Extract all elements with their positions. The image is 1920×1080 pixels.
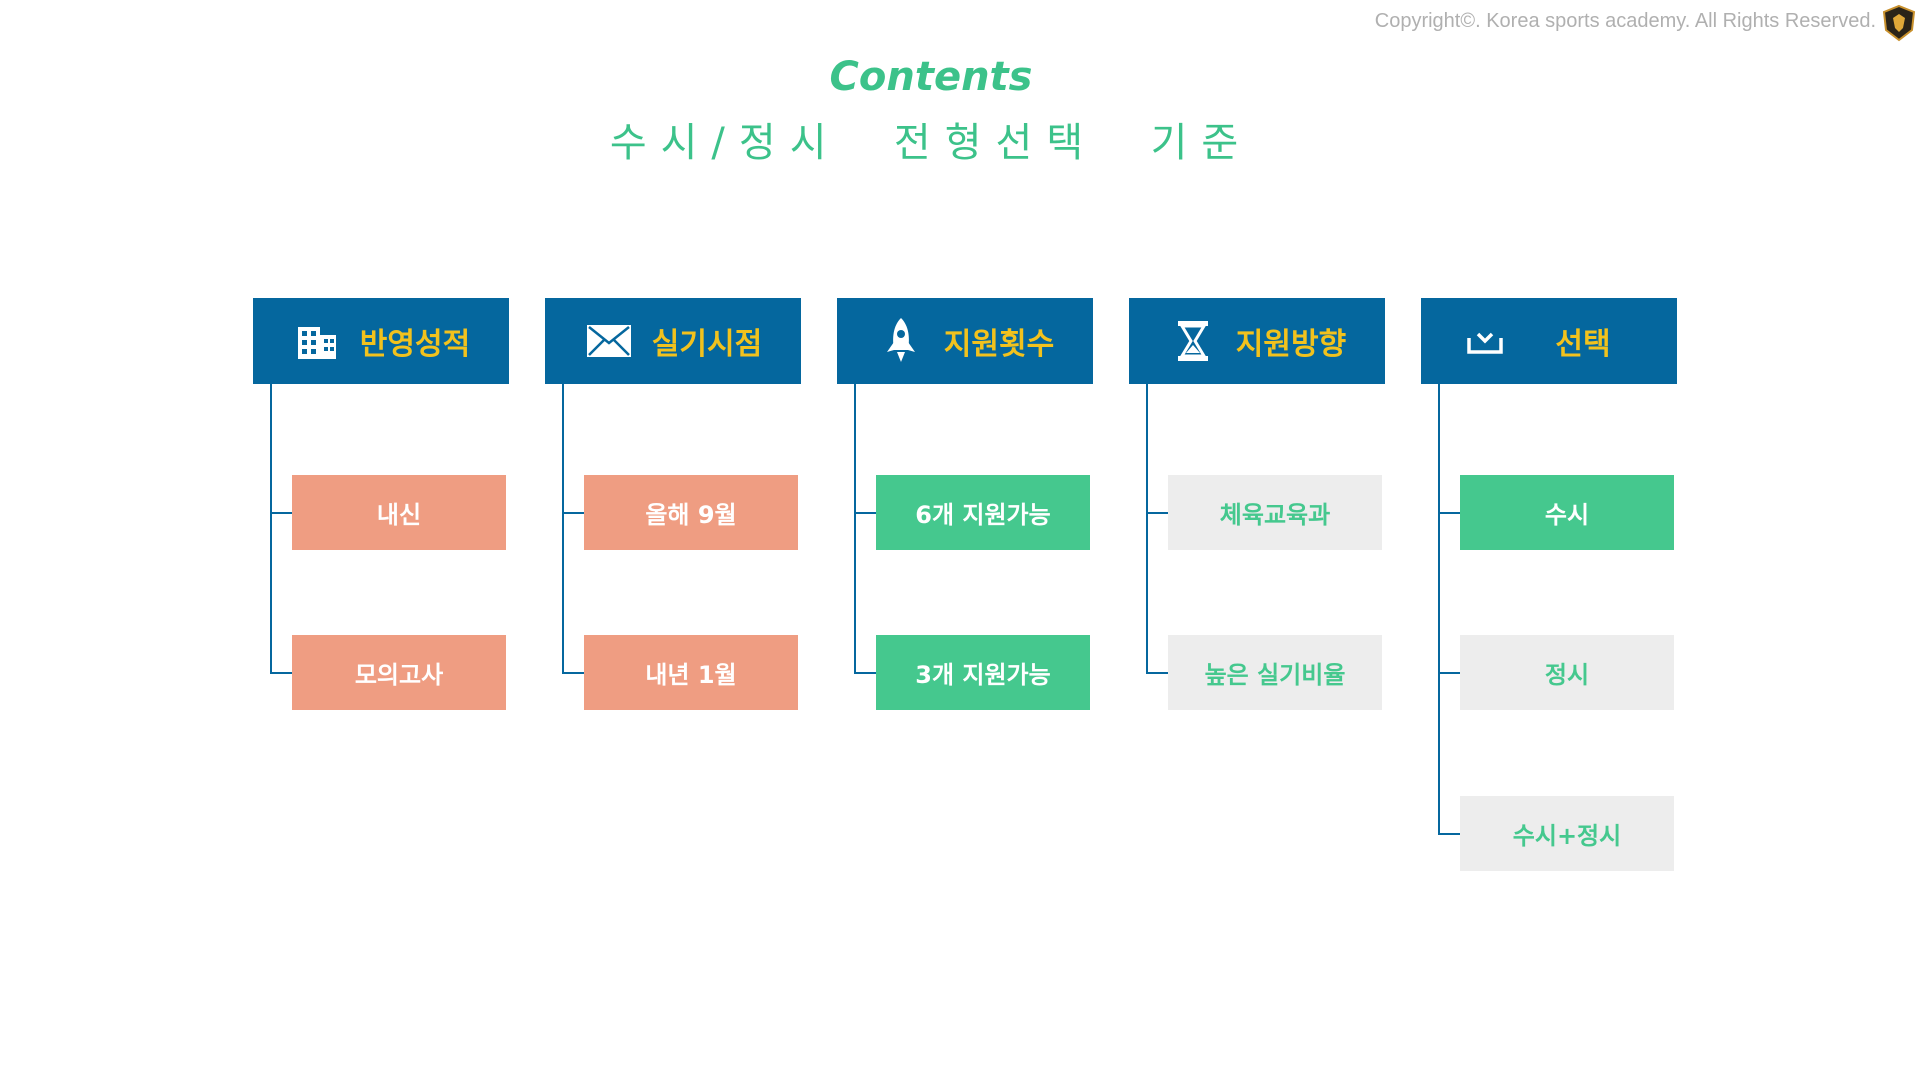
item-box: 수시 [1460,475,1674,550]
item-box: 내신 [292,475,506,550]
column-header-label: 실기시점 [651,327,763,362]
column-header-label: 반영성적 [359,327,471,362]
building-icon [289,316,345,366]
copyright-text: Copyright©. Korea sports academy. All Ri… [1374,10,1876,32]
column-application-direction: 지원방향 체육교육과 높은 실기비율 [1129,298,1385,710]
column-application-count: 지원횟수 6개 지원가능 3개 지원가능 [837,298,1093,710]
envelope-icon [581,316,637,366]
column-header: 지원방향 [1129,298,1385,384]
column-header-label: 지원방향 [1235,327,1347,362]
column-header: 선택 [1421,298,1677,384]
item-box: 체육교육과 [1168,475,1382,550]
column-header-label: 지원횟수 [943,327,1055,362]
item-box: 올해 9월 [584,475,798,550]
item-box: 높은 실기비율 [1168,635,1382,710]
item-box: 내년 1월 [584,635,798,710]
column-header: 실기시점 [545,298,801,384]
column-header-label: 선택 [1555,327,1611,362]
rocket-icon [873,316,929,366]
academy-logo-icon [1882,4,1916,42]
column-reflected-grades: 반영성적 내신 모의고사 [253,298,509,710]
item-box: 정시 [1460,635,1674,710]
column-practical-timing: 실기시점 올해 9월 내년 1월 [545,298,801,710]
page-title: Contents [829,54,1033,100]
column-header: 반영성적 [253,298,509,384]
item-box: 모의고사 [292,635,506,710]
hourglass-icon [1165,316,1221,366]
item-box: 3개 지원가능 [876,635,1090,710]
inbox-check-icon [1457,316,1513,366]
column-selection: 선택 수시 정시 수시+정시 [1421,298,1677,871]
column-header: 지원횟수 [837,298,1093,384]
item-box: 6개 지원가능 [876,475,1090,550]
item-box: 수시+정시 [1460,796,1674,871]
page-subtitle: 수시/정시 전형선택 기준 [609,120,1253,166]
